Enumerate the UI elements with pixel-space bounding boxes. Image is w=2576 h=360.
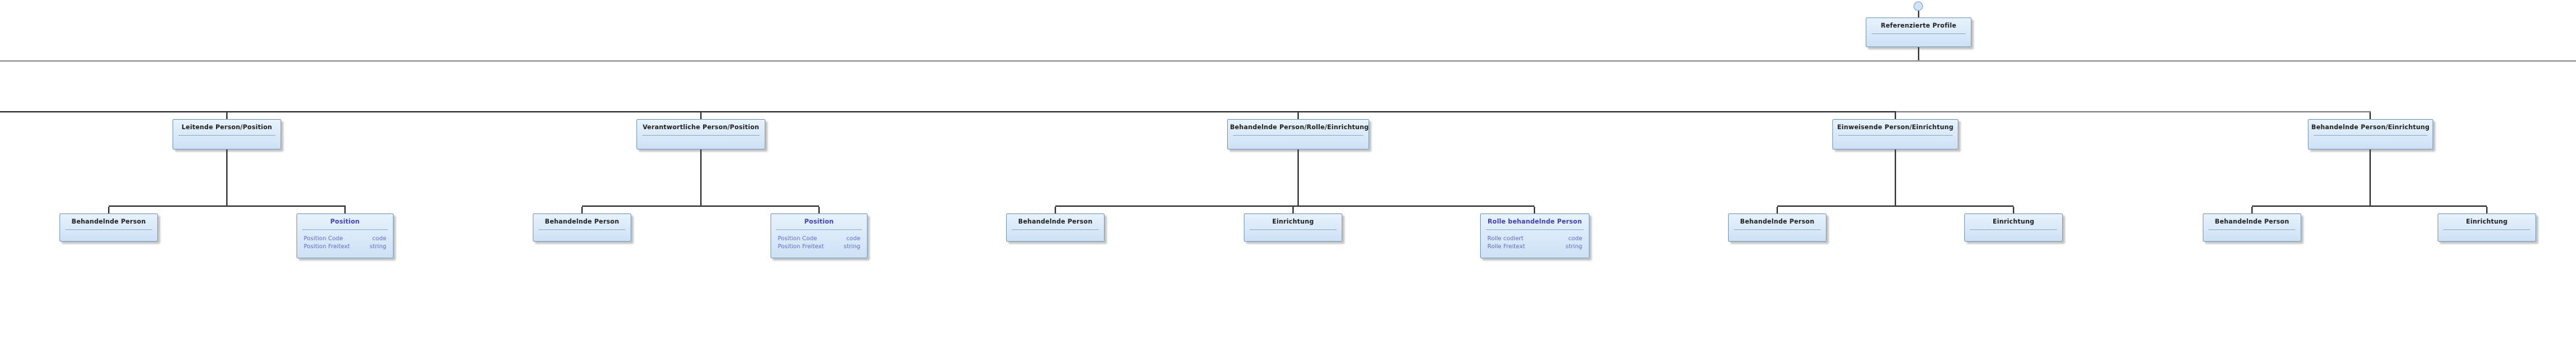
node-verantwortliche-person-position[interactable]: Verantwortliche Person/Position: [636, 119, 765, 150]
node-separator: [1970, 229, 2057, 230]
tree-trunk-line: [1896, 111, 2371, 112]
connector-line: [1297, 150, 1299, 205]
connector-line: [2251, 207, 2253, 213]
connector-line: [226, 150, 228, 205]
connector-line: [700, 150, 702, 205]
connector-line: [1895, 150, 1896, 205]
node-separator: [2314, 135, 2427, 136]
node-position[interactable]: Position Position Code code Position Frei…: [296, 213, 394, 258]
node-separator: [2209, 229, 2295, 230]
connector-line: [226, 112, 228, 119]
node-separator: [642, 135, 760, 136]
node-separator: [539, 229, 626, 230]
node-leitende-person-position[interactable]: Leitende Person/Position: [173, 119, 281, 150]
node-einweisende-person-einrichtung[interactable]: Einweisende Person/Einrichtung: [1832, 119, 1958, 150]
node-title: Einrichtung: [1272, 218, 1314, 226]
node-behandelnde-person-einrichtung[interactable]: Behandelnde Person/Einrichtung: [2308, 119, 2433, 150]
connector-line: [818, 207, 820, 213]
connector-line: [109, 205, 346, 207]
attribute-list: Rolle codiert code Rolle Freitext string: [1481, 230, 1589, 250]
node-referenzierte-profile[interactable]: Referenzierte Profile: [1866, 17, 1972, 47]
node-rolle-behandelnde-person[interactable]: Rolle behandelnde Person Rolle codiert co…: [1480, 213, 1590, 258]
attribute-name: Position Code: [304, 235, 344, 242]
node-title: Position: [804, 218, 834, 226]
attribute-type: code: [372, 235, 386, 242]
node-einrichtung[interactable]: Einrichtung: [1244, 213, 1342, 242]
node-separator: [178, 135, 275, 136]
tree-trunk-line: [0, 111, 1896, 112]
connector-line: [1534, 207, 1535, 213]
connector-line: [344, 207, 346, 213]
attribute-type: code: [1568, 235, 1582, 242]
node-separator: [302, 229, 388, 230]
connector-line: [1055, 207, 1056, 213]
node-separator: [776, 229, 862, 230]
attribute-type: code: [846, 235, 860, 242]
attribute-name: Position Freitext: [304, 243, 350, 250]
node-title: Behandelnde Person/Einrichtung: [2311, 124, 2430, 131]
attribute-name: Position Freitext: [778, 243, 824, 250]
attribute-type: string: [1566, 243, 1582, 250]
node-title: Position: [330, 218, 360, 226]
connector-line: [1777, 207, 1778, 213]
node-title: Behandelnde Person: [544, 218, 620, 226]
connector-line: [108, 207, 109, 213]
connector-line: [1055, 205, 1534, 207]
node-behandelnde-person[interactable]: Behandelnde Person: [2203, 213, 2301, 242]
connector-line: [2369, 112, 2371, 119]
node-position[interactable]: Position Position Code code Position Frei…: [770, 213, 868, 258]
connector-line: [582, 205, 819, 207]
attribute-list: Position Code code Position Freitext strin…: [297, 230, 393, 250]
port-circle-icon: [1914, 1, 1923, 11]
node-behandelnde-person[interactable]: Behandelnde Person: [59, 213, 158, 242]
connector-line: [1918, 11, 1919, 17]
node-separator: [1012, 229, 1099, 230]
attribute-name: Rolle Freitext: [1487, 243, 1526, 250]
attribute-name: Rolle codiert: [1487, 235, 1524, 242]
node-einrichtung[interactable]: Einrichtung: [2438, 213, 2536, 242]
node-separator: [1734, 229, 1821, 230]
node-behandelnde-person[interactable]: Behandelnde Person: [1728, 213, 1827, 242]
node-title: Rolle behandelnde Person: [1487, 218, 1582, 226]
node-title: Verantwortliche Person/Position: [642, 124, 760, 131]
connector-line: [1297, 112, 1299, 119]
node-separator: [1838, 135, 1953, 136]
node-title: Behandelnde Person: [71, 218, 146, 226]
attribute-type: string: [844, 243, 860, 250]
connector-line: [1292, 207, 1294, 213]
node-title: Einrichtung: [2466, 218, 2508, 226]
node-separator: [1233, 135, 1363, 136]
node-title: Behandelnde Person: [1740, 218, 1815, 226]
node-title: Leitende Person/Position: [181, 124, 273, 131]
node-behandelnde-person-rolle-einrichtung[interactable]: Behandelnde Person/Rolle/Einrichtung: [1227, 119, 1369, 150]
node-separator: [1871, 33, 1966, 34]
node-title: Einrichtung: [1993, 218, 2035, 226]
node-behandelnde-person[interactable]: Behandelnde Person: [1006, 213, 1105, 242]
node-separator: [2443, 229, 2530, 230]
connector-line: [2252, 205, 2487, 207]
node-title: Behandelnde Person/Rolle/Einrichtung: [1230, 124, 1369, 131]
node-title: Behandelnde Person: [2214, 218, 2290, 226]
node-separator: [65, 229, 152, 230]
node-behandelnde-person[interactable]: Behandelnde Person: [533, 213, 631, 242]
node-separator: [1486, 229, 1584, 230]
connector-line: [2013, 207, 2014, 213]
node-title: Referenzierte Profile: [1880, 22, 1957, 30]
connector-line: [1895, 112, 1896, 119]
connector-line: [2486, 207, 2488, 213]
attribute-list: Position Code code Position Freitext strin…: [771, 230, 867, 250]
node-title: Einweisende Person/Einrichtung: [1837, 124, 1954, 131]
node-title: Behandelnde Person: [1018, 218, 1093, 226]
attribute-name: Position Code: [778, 235, 818, 242]
connector-line: [2369, 150, 2371, 205]
connector-line: [581, 207, 583, 213]
connector-line: [1918, 47, 1919, 60]
node-separator: [1250, 229, 1337, 230]
connector-line: [1777, 205, 2014, 207]
node-einrichtung[interactable]: Einrichtung: [1964, 213, 2063, 242]
connector-line: [700, 112, 702, 119]
page-divider-line: [0, 60, 2576, 62]
attribute-type: string: [370, 243, 386, 250]
